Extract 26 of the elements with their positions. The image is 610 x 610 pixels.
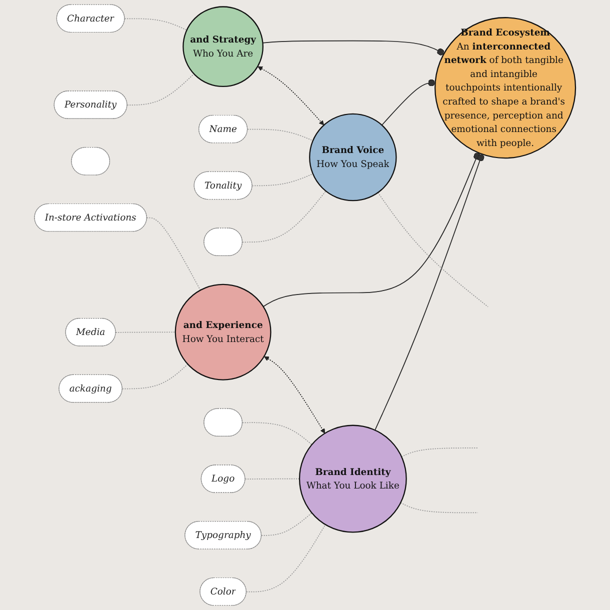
- connector: [242, 190, 326, 243]
- connector: [124, 18, 188, 31]
- connector: [400, 502, 478, 514]
- connector: [262, 152, 481, 308]
- connector: [122, 364, 188, 390]
- arrow: [258, 66, 324, 126]
- connector: [246, 524, 326, 592]
- connector: [126, 73, 194, 106]
- connector: [244, 478, 300, 480]
- connector: [252, 173, 314, 186]
- connector: [247, 128, 314, 142]
- node-circle: and Experience How You Interact: [174, 284, 272, 380]
- arrow: [264, 356, 326, 434]
- connector: [377, 192, 488, 308]
- connector: [261, 512, 312, 536]
- connector: [401, 448, 478, 458]
- node-circle: and Strategy Who You Are: [182, 6, 264, 88]
- node-circle: Brand Identity What You Look Like: [298, 424, 407, 533]
- connector: [242, 422, 312, 446]
- connector: [374, 154, 484, 431]
- node-circle: Brand Voice How You Speak: [309, 113, 397, 202]
- connector: [146, 217, 201, 291]
- connector: [115, 332, 176, 333]
- node-circle: Brand Ecosystem An interconnected network of both tangible and intangible touchpoints intentionally crafted to shape a brand's presence, perception and emotional connections with people.: [434, 17, 576, 159]
- connector: [381, 79, 436, 126]
- connector: [262, 40, 444, 56]
